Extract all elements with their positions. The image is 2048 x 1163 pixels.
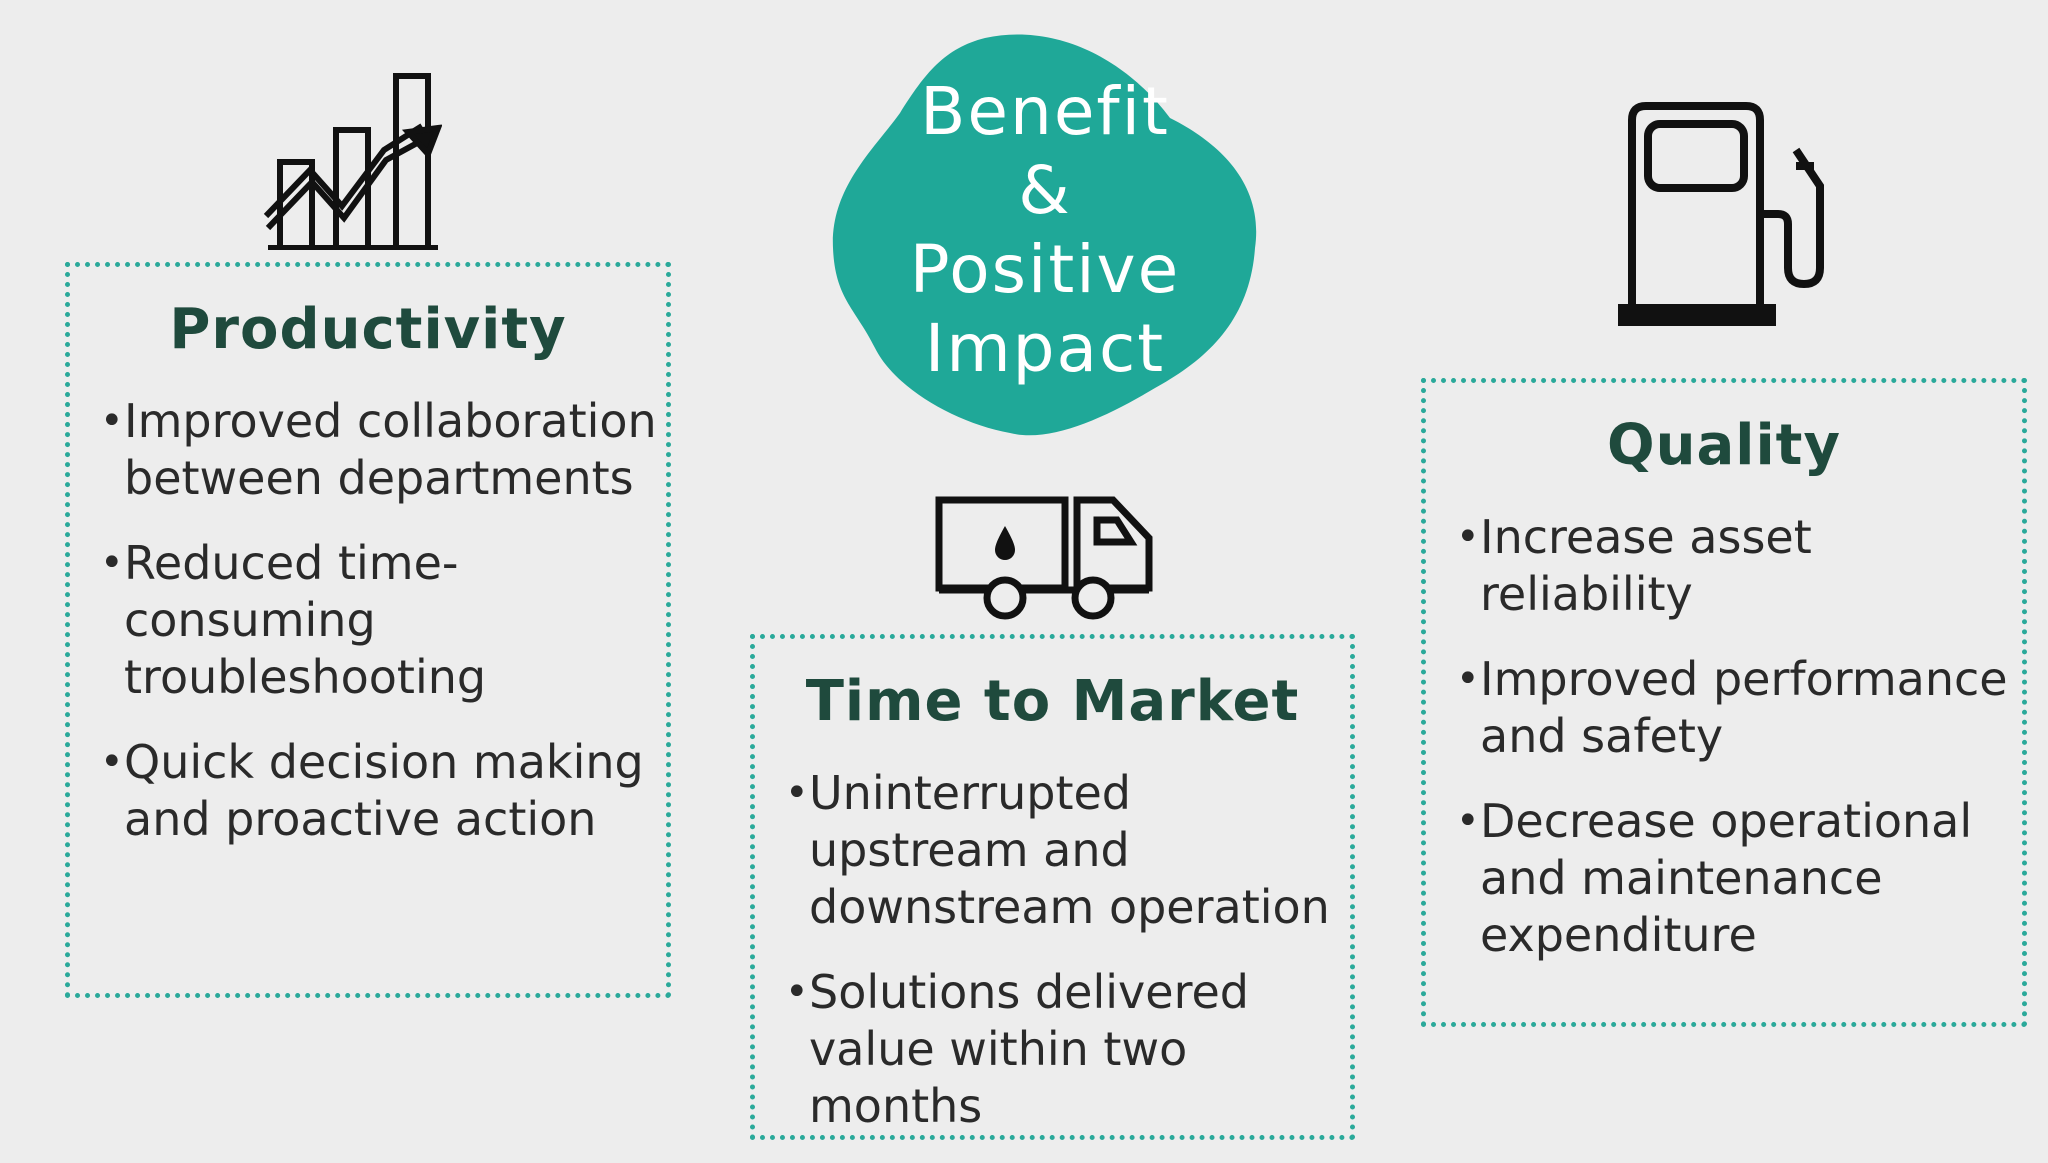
- list-item: Decrease operational and maintenance exp…: [1456, 793, 2026, 964]
- center-blob-shape: [832, 34, 1257, 436]
- time-to-market-bullets: Uninterrupted upstream and downstream op…: [785, 765, 1355, 1163]
- center-line: &: [1018, 152, 1072, 229]
- list-item: Reduced time-consuming troubleshooting: [100, 535, 670, 706]
- time-to-market-title: Time to Market: [805, 669, 1300, 734]
- chart-growth-icon: [262, 70, 443, 254]
- productivity-box: Productivity Improved collaboration betw…: [65, 262, 671, 998]
- tanker-truck-icon: [935, 490, 1157, 624]
- productivity-title: Productivity: [169, 297, 567, 362]
- center-text: Benefit & Positive Impact: [825, 72, 1265, 388]
- fuel-pump-icon: [1618, 100, 1838, 330]
- list-item: Uninterrupted upstream and downstream op…: [785, 765, 1355, 936]
- center-line: Positive: [909, 231, 1181, 308]
- list-item: Solutions delivered value within two mon…: [785, 964, 1355, 1135]
- quality-title: Quality: [1607, 413, 1841, 478]
- time-to-market-box: Time to Market Uninterrupted upstream an…: [750, 634, 1355, 1140]
- productivity-bullets: Improved collaboration between departmen…: [100, 393, 670, 876]
- quality-box: Quality Increase asset reliability Impro…: [1421, 378, 2027, 1027]
- center-badge: Benefit & Positive Impact: [825, 28, 1265, 448]
- list-item: Increase asset reliability: [1456, 509, 2026, 623]
- quality-bullets: Increase asset reliability Improved perf…: [1456, 509, 2026, 992]
- list-item: Improved collaboration between departmen…: [100, 393, 670, 507]
- list-item: Quick decision making and proactive acti…: [100, 734, 670, 848]
- list-item: Improved performance and safety: [1456, 651, 2026, 765]
- center-line: Benefit: [920, 73, 1170, 150]
- center-line: Impact: [924, 310, 1166, 387]
